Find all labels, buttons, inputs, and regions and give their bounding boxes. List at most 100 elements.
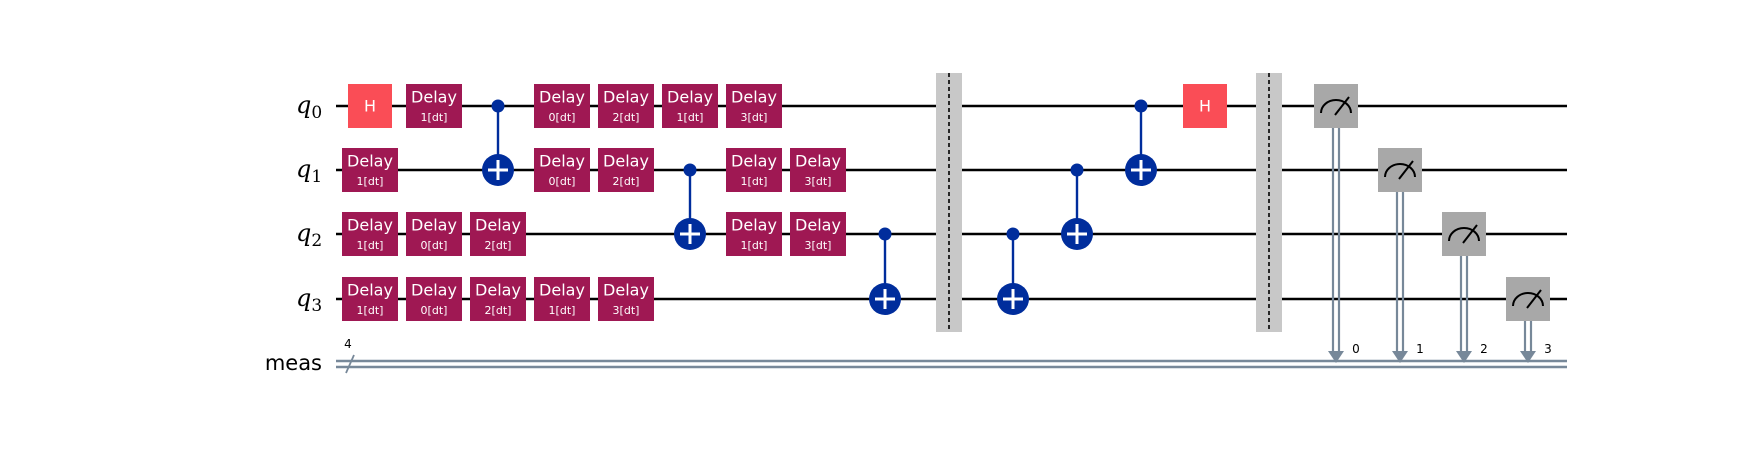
classical-register-label: meas [265,351,322,375]
hadamard-gate-box [1183,84,1227,128]
delay-gate-label: Delay [667,88,713,107]
delay-gate-label: Delay [731,152,777,171]
delay-gate: Delay 0[dt] [534,84,590,128]
measure-arrow [1456,351,1472,363]
delay-gate-label: Delay [539,152,585,171]
delay-gate-label: Delay [603,281,649,300]
qubit-label-1: q1 [296,155,322,187]
delay-gate-param: 0[dt] [549,111,576,124]
hadamard-gate: H [1183,84,1227,128]
qubit-label-name: q [296,284,311,312]
cnot-control-dot [491,99,505,113]
delay-gate-label: Delay [603,152,649,171]
cnot-control-dot [1006,227,1020,241]
delay-gate-box [534,148,590,192]
qubit-label-name: q [296,91,311,119]
measure-arrow [1520,351,1536,363]
delay-gate-param: 1[dt] [549,304,576,317]
hadamard-gate-label: H [1199,97,1211,116]
delay-gate: Delay 1[dt] [534,277,590,321]
meter-arc-icon [1384,163,1416,178]
cnot-control-dot [1134,99,1148,113]
measure-gate [1442,212,1486,256]
delay-gate-label: Delay [475,216,521,235]
measure-gate-box [1378,148,1422,192]
hadamard-gate-label: H [364,97,376,116]
measure-gate-box [1442,212,1486,256]
delay-gate-label: Delay [347,152,393,171]
qubit-label-name: q [296,219,311,247]
delay-gate: Delay 1[dt] [342,277,398,321]
delay-gate-label: Delay [347,216,393,235]
measure-bit-label: 0 [1352,342,1360,356]
qubit-label-index: 2 [311,231,322,251]
barriers-layer [936,73,1282,332]
delay-gate: Delay 0[dt] [534,148,590,192]
delay-gate-box [342,148,398,192]
delay-gate-box [662,84,718,128]
measure-gate-box [1314,84,1358,128]
delay-gate-param: 2[dt] [485,304,512,317]
delay-gate-param: 0[dt] [549,175,576,188]
cnot-gate [1125,99,1157,186]
delay-gate: Delay 3[dt] [598,277,654,321]
delay-gate: Delay 1[dt] [342,212,398,256]
delay-gate-param: 1[dt] [677,111,704,124]
delay-gate-box [790,212,846,256]
delay-gate-box [342,277,398,321]
delay-gate-box [726,84,782,128]
meter-needle-icon [1526,289,1542,309]
delay-gate-box [534,84,590,128]
cnot-gate [869,227,901,315]
delay-gate-label: Delay [347,281,393,300]
qubit-label-2: q2 [296,219,322,251]
delay-gate-label: Delay [603,88,649,107]
cnot-gate [1061,163,1093,250]
delay-gate-label: Delay [795,152,841,171]
register-size-label: 4 [344,337,352,351]
delay-gate-label: Delay [475,281,521,300]
meter-needle-icon [1398,160,1414,180]
delay-gate: Delay 1[dt] [662,84,718,128]
delay-gate-label: Delay [731,88,777,107]
qubit-label-0: q0 [296,91,322,123]
delay-gate-param: 3[dt] [805,175,832,188]
delay-gate: Delay 2[dt] [598,84,654,128]
delay-gate-param: 1[dt] [741,239,768,252]
delay-gate: Delay 2[dt] [470,277,526,321]
cnot-gate [674,163,706,250]
qubit-label-index: 3 [311,296,322,316]
delay-gate: Delay 3[dt] [790,148,846,192]
delay-gate: Delay 0[dt] [406,277,462,321]
delay-gate-label: Delay [539,88,585,107]
measure-gate [1314,84,1358,128]
qubit-label-3: q3 [296,284,322,316]
delay-gate-param: 0[dt] [421,304,448,317]
delay-gate-label: Delay [539,281,585,300]
delay-gate-box [534,277,590,321]
delay-gate-param: 2[dt] [485,239,512,252]
classical-connections-layer [1328,128,1536,363]
delay-gate-param: 1[dt] [357,304,384,317]
delay-gate-box [406,277,462,321]
qubit-label-index: 0 [311,103,322,123]
delay-gate-box [598,84,654,128]
delay-gate: Delay 2[dt] [470,212,526,256]
delay-gate-param: 1[dt] [357,239,384,252]
delay-gate-label: Delay [411,281,457,300]
delay-gate-box [790,148,846,192]
delay-gate-box [406,212,462,256]
cnot-control-dot [683,163,697,177]
delay-gate-param: 2[dt] [613,111,640,124]
delay-gate-param: 1[dt] [421,111,448,124]
measure-bit-label: 3 [1544,342,1552,356]
delay-gate-box [470,277,526,321]
delay-gate-param: 3[dt] [613,304,640,317]
delay-gate-label: Delay [795,216,841,235]
measure-arrow [1328,351,1344,363]
